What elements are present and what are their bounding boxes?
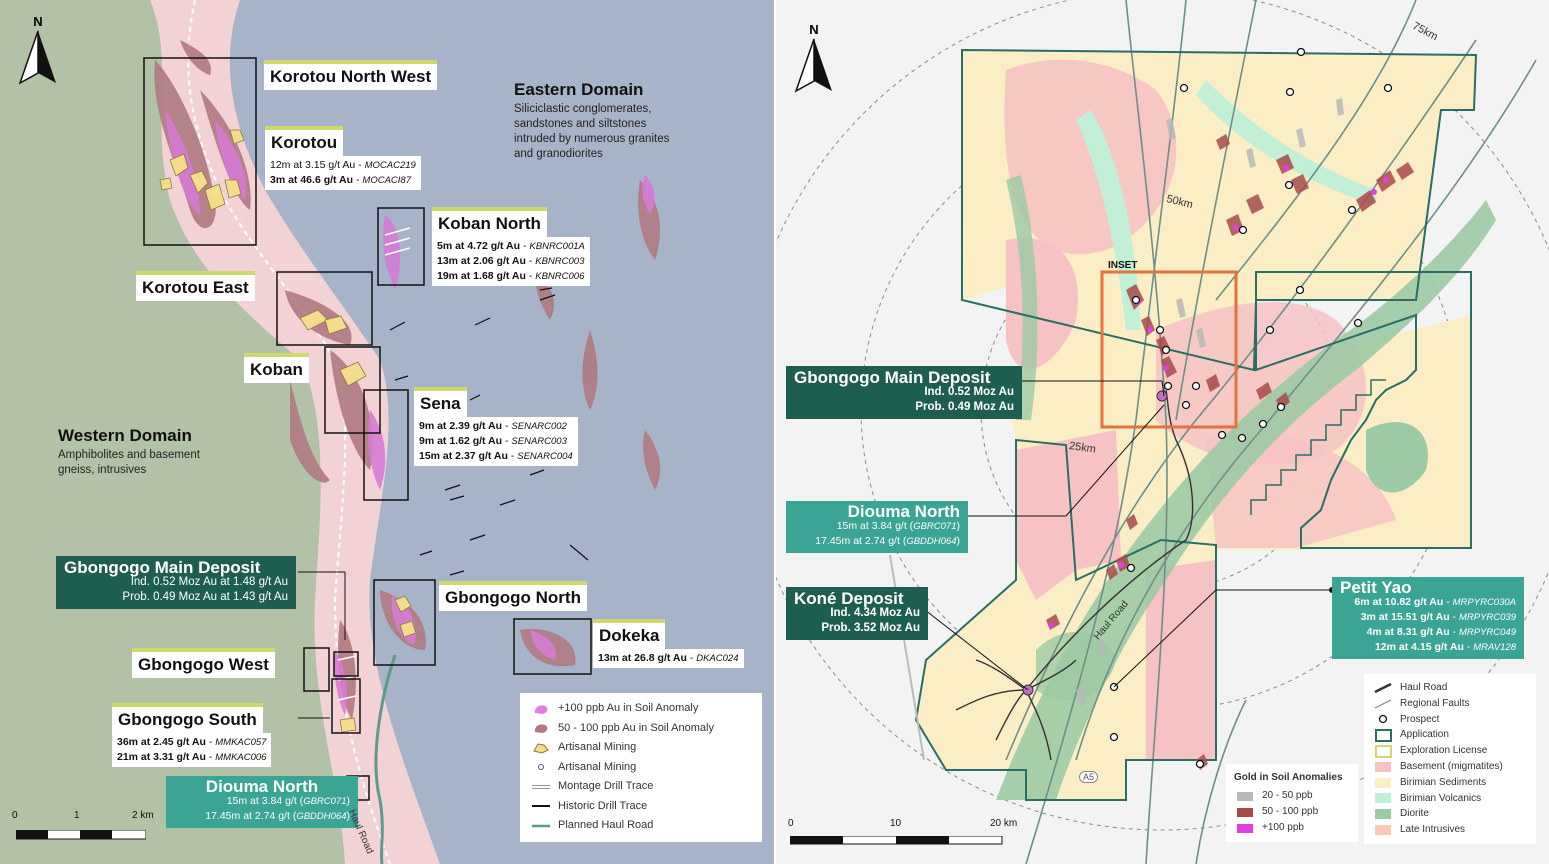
soil-anomaly-legend: Gold in Soil Anomalies 20 - 50 ppb 50 - … [1226, 764, 1358, 842]
soil-100-swatch-icon [530, 703, 552, 715]
legend-row-historic-drill: Historic Drill Trace [530, 797, 752, 817]
petit-yao-box: Petit Yao 6m at 10.82 g/t Au - MRPYRC030… [1332, 577, 1524, 659]
dokeka-label: Dokeka [593, 619, 666, 649]
historic-drill-traces [389, 287, 589, 576]
soil-50-100-swatch-right-icon [1234, 807, 1256, 817]
ring-75km [776, 0, 1549, 831]
dokeka-intercepts: 13m at 26.8 g/t Au - DKAC024 [593, 649, 744, 668]
artisanal-point-swatch-icon [530, 761, 552, 773]
application-swatch-icon [1372, 728, 1394, 742]
western-domain-label: Western Domain Amphibolites and basement… [58, 426, 200, 476]
sena-label: Sena [414, 387, 467, 417]
soil-anomaly-clusters [1046, 98, 1414, 770]
right-leader-lines [915, 380, 1332, 691]
montage-drill-swatch-icon [530, 781, 552, 793]
korotou-prospect: Korotou 12m at 3.15 g/t Au - MOCAC219 3m… [265, 126, 421, 190]
kone-deposit-box: Koné Deposit Ind. 4.34 Moz Au Prob. 3.52… [786, 587, 928, 640]
legend-row-soil-100: +100 ppb Au in Soil Anomaly [530, 699, 752, 719]
diorite-swatch-icon [1372, 809, 1394, 820]
gbongogo-south-prospect: Gbongogo South 36m at 2.45 g/t Au - MMKA… [112, 703, 272, 767]
regional-faults-swatch-icon [1372, 699, 1394, 709]
diorite-west [1006, 175, 1038, 420]
exploration-license-swatch-icon [1372, 744, 1394, 758]
diouma-north-box-left: Diouma North 15m at 3.84 g/t (GBRC071) 1… [166, 776, 358, 828]
inset-box [1100, 270, 1238, 429]
inset-label: INSET [1108, 260, 1138, 271]
legend-row-artisanal-area: Artisanal Mining [530, 738, 752, 758]
application-boundaries [914, 48, 1478, 801]
soil-20-50-swatch-icon [1234, 791, 1256, 801]
historic-drill-swatch-icon [530, 800, 552, 812]
north-label-right: N [809, 22, 819, 37]
birimian-volcanics-1 [1076, 110, 1141, 330]
leader-lines [298, 571, 346, 719]
legend-row-artisanal-point: Artisanal Mining [530, 758, 752, 778]
legend-row-montage-drill: Montage Drill Trace [530, 777, 752, 797]
koban-label: Koban [244, 353, 309, 383]
soil-50-100-swatch-icon [530, 722, 552, 734]
eastern-domain-label: Eastern Domain Siliciclastic conglomerat… [514, 80, 670, 160]
basement-swatch-icon [1372, 761, 1394, 772]
korotou-east-label: Korotou East [136, 271, 255, 301]
artisanal-area-swatch-icon [530, 742, 552, 754]
left-map-panel: N Eastern Domain Siliciclastic conglomer… [0, 0, 774, 864]
korotou-intercepts: 12m at 3.15 g/t Au - MOCAC219 3m at 46.6… [265, 156, 421, 190]
haul-road-swatch-icon [1372, 682, 1394, 693]
north-arrow-icon [18, 30, 56, 85]
right-map-panel: N 75km 50km 25km INSET A5 Haul Road Gbon… [776, 0, 1549, 864]
gbongogo-main-marker [1156, 390, 1168, 402]
birimian-volcanics-2 [1196, 80, 1376, 205]
gbongogo-north-label: Gbongogo North [439, 581, 587, 611]
basement-south [1016, 430, 1121, 600]
artisanal-mining-areas [159, 129, 417, 733]
north-arrow-right-icon [794, 38, 832, 93]
a5-road-label: A5 [1079, 771, 1099, 783]
legend-row-soil-50-100: 50 - 100 ppb Au in Soil Anomaly [530, 719, 752, 739]
diorite-belt [996, 200, 1496, 800]
gbongogo-main-deposit-box: Gbongogo Main Deposit Ind. 0.52 Moz Au a… [56, 556, 296, 609]
koban-north-label: Koban North [432, 207, 547, 237]
right-map-legend: Haul Road Regional Faults Prospect Appli… [1364, 674, 1536, 844]
diouma-north-box-right: Diouma North 15m at 3.84 g/t (GBRC071) 1… [786, 501, 968, 553]
gbongogo-west-label: Gbongogo West [132, 648, 275, 678]
korotou-label: Korotou [265, 126, 344, 156]
gbongogo-main-deposit-box-right: Gbongogo Main Deposit Ind. 0.52 Moz Au P… [786, 366, 1022, 419]
gbongogo-main-deposit-title: Gbongogo Main Deposit [64, 558, 261, 577]
koban-north-intercepts: 5m at 4.72 g/t Au - KBNRC001A 13m at 2.0… [432, 237, 590, 286]
prospect-swatch-icon [1372, 714, 1394, 724]
sena-intercepts: 9m at 2.39 g/t Au - SENARC002 9m at 1.62… [414, 417, 578, 466]
regional-faults [1005, 0, 1537, 864]
gbongogo-south-label: Gbongogo South [112, 703, 263, 733]
koban-north-prospect: Koban North 5m at 4.72 g/t Au - KBNRC001… [432, 207, 590, 286]
north-arrow-right: N [794, 22, 834, 98]
late-intrusives-swatch-icon [1372, 825, 1394, 836]
basement-east [1156, 301, 1366, 465]
gbongogo-south-intercepts: 36m at 2.45 g/t Au - MMKAC057 21m at 3.3… [112, 733, 272, 767]
planned-haul-road [374, 654, 397, 864]
prospect-points [1109, 47, 1393, 769]
soil-100-swatch-right-icon [1234, 823, 1256, 833]
korotou-north-west-label: Korotou North West [264, 60, 438, 90]
legend-row-planned-road: Planned Haul Road [530, 816, 752, 836]
basement-west-north [1004, 59, 1177, 255]
basement-belt [150, 0, 440, 864]
step-boundary-east [1250, 379, 1386, 515]
planned-road-swatch-icon [530, 820, 552, 832]
left-scale-bar: 0 1 2 km [12, 810, 172, 850]
birimian-volcanics-swatch-icon [1372, 793, 1394, 804]
sena-prospect: Sena 9m at 2.39 g/t Au - SENARC002 9m at… [414, 387, 578, 466]
north-arrow: N [18, 14, 58, 90]
right-scale-bar: 0 10 20 km [786, 818, 1026, 854]
diouma-north-title-left: Diouma North [205, 777, 319, 796]
north-label: N [33, 14, 43, 29]
diorite-east [1366, 422, 1428, 493]
birimian-sediments-swatch-icon [1372, 777, 1394, 788]
left-map-legend: +100 ppb Au in Soil Anomaly 50 - 100 ppb… [520, 693, 762, 842]
prospect-outlines [143, 57, 592, 801]
dokeka-prospect: Dokeka 13m at 26.8 g/t Au - DKAC024 [593, 619, 744, 668]
